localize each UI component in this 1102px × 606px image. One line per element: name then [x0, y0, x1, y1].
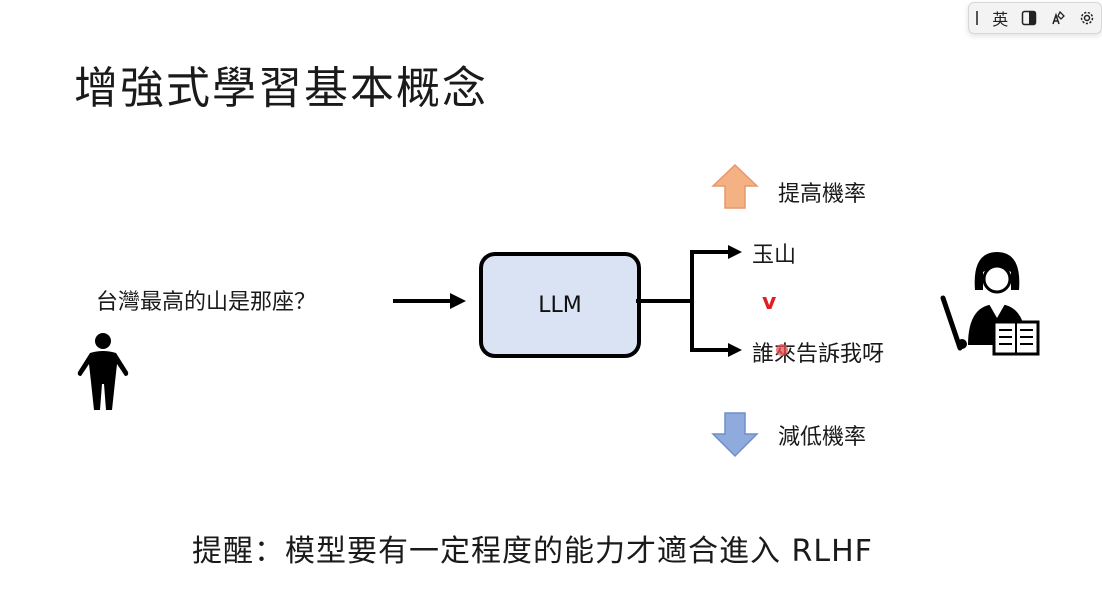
ime-toolbar[interactable]: 英: [968, 2, 1102, 34]
down-arrow-icon: [711, 412, 759, 458]
answer-good-label: 玉山: [752, 243, 797, 268]
input-arrow: [393, 293, 466, 309]
slide-title: 增強式學習基本概念: [74, 63, 488, 114]
output-branch: [636, 245, 742, 357]
person-icon: [77, 333, 129, 410]
footer-note: 提醒：模型要有一定程度的能力才適合進入 RLHF: [192, 534, 873, 569]
pointer-dot: [776, 344, 788, 356]
decrease-probability-label: 減低機率: [778, 425, 867, 450]
comparison-mark: v: [762, 290, 777, 315]
question-text: 台灣最高的山是那座？: [96, 290, 317, 315]
llm-box: LLM: [479, 252, 641, 358]
settings-icon[interactable]: [1079, 10, 1095, 26]
increase-probability-label: 提高機率: [778, 182, 867, 207]
half-width-icon[interactable]: [1021, 10, 1037, 26]
grip-icon[interactable]: [975, 10, 979, 26]
llm-label: LLM: [538, 292, 582, 318]
ime-pad-icon[interactable]: [1050, 10, 1066, 26]
language-mode-button[interactable]: 英: [992, 10, 1009, 29]
teacher-icon: [940, 252, 1040, 356]
up-arrow-icon: [711, 163, 759, 209]
answer-bad-label: 誰來告訴我呀: [752, 342, 885, 367]
